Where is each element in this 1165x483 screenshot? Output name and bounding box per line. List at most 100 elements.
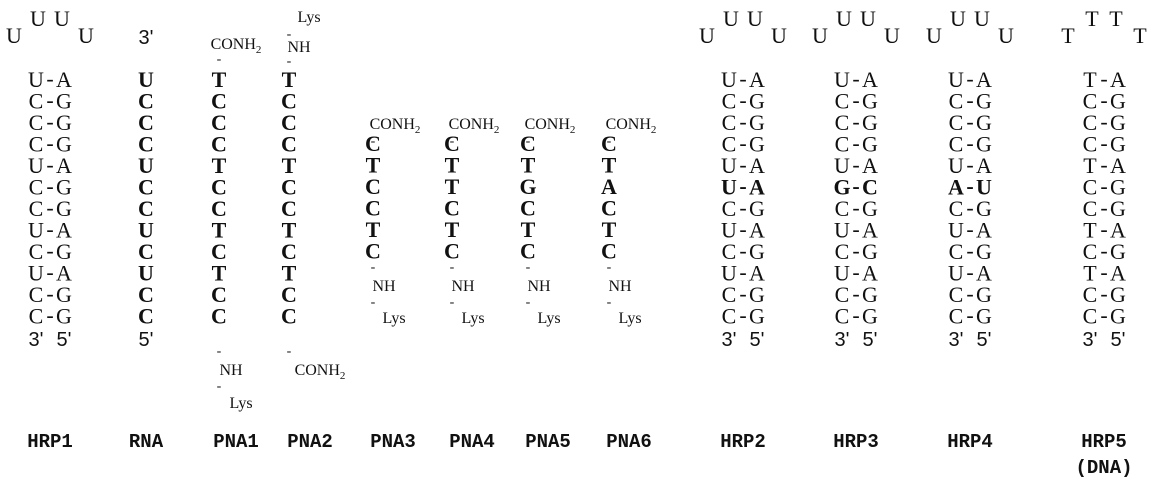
base-pair-right: G [1110, 282, 1126, 307]
loop-nucleotide: U [974, 6, 990, 31]
base-pair-bond: - [739, 174, 746, 199]
pna1-lys: Lys [229, 395, 252, 412]
base-pair-right: A [976, 261, 992, 286]
bond-dash: - [217, 52, 222, 67]
base-pair-right: G [976, 282, 992, 307]
base-pair-left: C [722, 304, 737, 329]
base-pair-left: C [1083, 239, 1098, 264]
pna-lys: Lys [537, 310, 560, 327]
base-pair-left: U [948, 218, 964, 243]
pna-base: C [444, 239, 460, 264]
base-pair-left: C [835, 282, 850, 307]
base-pair-right: G [749, 196, 765, 221]
base-pair-left: U [948, 67, 964, 92]
base-pair-right: A [862, 153, 878, 178]
bond-dash: - [287, 344, 292, 359]
base-pair-left: C [1083, 132, 1098, 157]
bond-dash: - [607, 295, 612, 310]
pna-base: C [281, 110, 297, 135]
pna-base: T [602, 153, 617, 178]
pna-base: C [281, 175, 297, 200]
base-pair-bond: - [739, 260, 746, 285]
base-pair-left: U [721, 67, 737, 92]
base-pair-right: G [56, 239, 72, 264]
base-pair-bond: - [46, 238, 53, 263]
loop-nucleotide: U [6, 23, 22, 48]
base-pair-right: A [976, 218, 992, 243]
base-pair-left: C [29, 132, 44, 157]
base-pair-left: U [834, 153, 850, 178]
strand-end-5prime: 5' [1111, 329, 1126, 351]
base-pair-bond: - [966, 66, 973, 91]
loop-nucleotide: U [860, 6, 876, 31]
pna-base: T [521, 217, 536, 242]
strand-end-3prime: 3' [1083, 329, 1098, 351]
conh-subscript: 2 [340, 370, 346, 382]
rna-nucleotide: U [138, 218, 154, 243]
rna-nucleotide: C [138, 282, 154, 307]
pna-base: C [211, 132, 227, 157]
pna-lys: Lys [618, 310, 641, 327]
base-pair-bond: - [966, 109, 973, 134]
base-pair-right: G [1110, 132, 1126, 157]
rna-nucleotide: C [138, 239, 154, 264]
bond-dash: - [287, 54, 292, 69]
strand-end-3prime: 3' [722, 329, 737, 351]
pna-nh: NH [451, 278, 475, 295]
pna-base: C [365, 174, 381, 199]
pna-base: T [212, 153, 227, 178]
base-pair-right: G [1110, 89, 1126, 114]
base-pair-right: G [862, 304, 878, 329]
conh-subscript: 2 [651, 124, 657, 136]
bond-dash: - [287, 27, 292, 42]
base-pair-right: G [976, 196, 992, 221]
loop-nucleotide: T [1109, 6, 1123, 31]
pna-base: T [445, 217, 460, 242]
base-pair-right: G [1110, 175, 1126, 200]
base-pair-right: G [1110, 304, 1126, 329]
bond-dash: - [607, 260, 612, 275]
base-pair-left: C [949, 132, 964, 157]
loop-nucleotide: U [747, 6, 763, 31]
loop-nucleotide: U [998, 23, 1014, 48]
base-pair-left: C [949, 196, 964, 221]
base-pair-left: C [29, 89, 44, 114]
base-pair-right: A [56, 218, 72, 243]
base-pair-right: A [56, 153, 72, 178]
strand-end-5prime: 5' [977, 329, 992, 351]
base-pair-left: U [948, 153, 964, 178]
pna-label: PNA3 [370, 431, 416, 453]
base-pair-bond: - [852, 131, 859, 156]
base-pair-right: G [862, 89, 878, 114]
base-pair-right: G [749, 132, 765, 157]
pna-base: C [211, 196, 227, 221]
base-pair-left: U [28, 261, 44, 286]
base-pair-right: A [976, 153, 992, 178]
base-pair-left: C [722, 196, 737, 221]
pna-base: C [211, 89, 227, 114]
base-pair-right: A [749, 261, 765, 286]
base-pair-left: C [1083, 175, 1098, 200]
pna-c-terminus: CONH2 [449, 116, 500, 136]
base-pair-left: C [949, 89, 964, 114]
bond-dash: - [450, 260, 455, 275]
pna-base: C [281, 304, 297, 329]
base-pair-bond: - [46, 66, 53, 91]
base-pair-right: A [976, 67, 992, 92]
base-pair-right: A [862, 218, 878, 243]
strand-end-3prime: 3' [949, 329, 964, 351]
pna-base: C [520, 196, 536, 221]
base-pair-bond: - [46, 152, 53, 177]
base-pair-right: G [749, 89, 765, 114]
base-pair-right: G [56, 89, 72, 114]
base-pair-right: U [976, 175, 992, 200]
base-pair-right: G [976, 239, 992, 264]
base-pair-right: A [1110, 261, 1126, 286]
base-pair-left: C [29, 110, 44, 135]
base-pair-bond: - [852, 174, 859, 199]
base-pair-bond: - [1100, 131, 1107, 156]
pna-base: T [282, 218, 297, 243]
base-pair-bond: - [46, 281, 53, 306]
base-pair-right: G [56, 132, 72, 157]
base-pair-bond: - [852, 109, 859, 134]
